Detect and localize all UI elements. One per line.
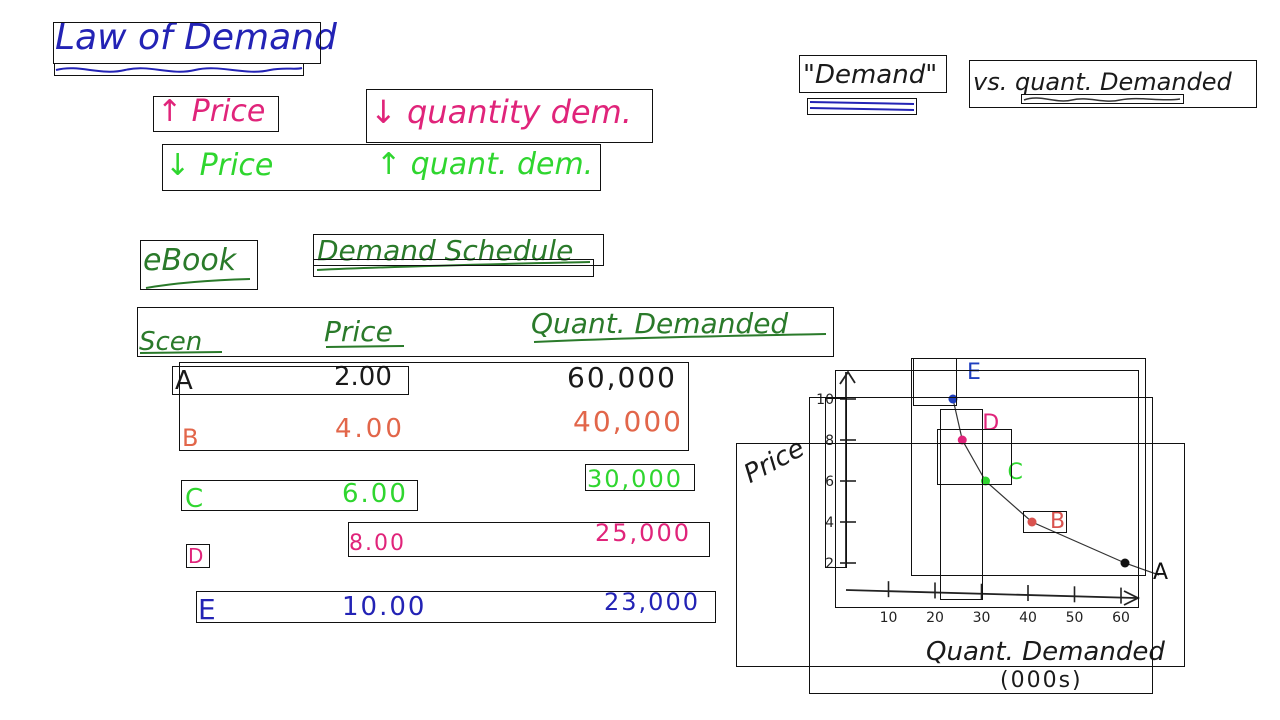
graph-yaxis-box [825, 398, 847, 568]
point-label-d: D [982, 411, 999, 436]
row-e-scen: E [198, 593, 216, 626]
down-quantity-text: ↓ quantity dem. [370, 93, 632, 131]
y-tick-label-1: 4 [825, 515, 834, 531]
row-e-quantity: 23,000 [604, 588, 700, 616]
row-c-quantity: 30,000 [587, 465, 683, 493]
row-d-price: 8.00 [349, 531, 406, 556]
down-price-text: ↓ Price [165, 148, 274, 183]
y-tick-label-2: 6 [825, 474, 834, 490]
point-e-box [913, 358, 957, 406]
up-price-text: ↑ Price [157, 94, 266, 129]
vs-quant-term: vs. quant. Demanded [973, 68, 1232, 96]
x-tick-label-1: 20 [926, 610, 944, 626]
title-underline-box [54, 63, 304, 76]
curve-box [911, 358, 1146, 576]
x-tick-label-3: 40 [1019, 610, 1037, 626]
graph-axes [839, 370, 1141, 606]
row-b-price: 4.00 [335, 414, 405, 444]
graph-xlabel: Quant. Demanded [926, 637, 1165, 667]
header-quantity: Quant. Demanded [531, 307, 789, 340]
point-b [1027, 517, 1037, 527]
demand-curve-line [952, 398, 1160, 576]
y-tick-label-0: 2 [825, 556, 834, 572]
graph-outer-box [736, 443, 1185, 667]
row-e-price: 10.00 [342, 592, 427, 622]
y-tick-label-3: 8 [825, 433, 834, 449]
point-c [981, 476, 990, 486]
x-tick-label-4: 50 [1066, 610, 1084, 626]
schedule-title: Demand Schedule [317, 234, 574, 267]
point-label-a: A [1153, 560, 1168, 585]
graph-ylabel: Price [739, 433, 810, 490]
row-c-scen: C [185, 484, 204, 514]
row-d-scen: D [188, 544, 204, 568]
row-b-quantity: 40,000 [573, 405, 683, 438]
point-c-box [937, 429, 1012, 485]
up-quantity-text: ↑ quant. dem. [376, 147, 594, 182]
point-label-c: C [1008, 460, 1023, 485]
row-a-scen: A [175, 366, 193, 396]
point-e [948, 394, 958, 404]
row-d-quantity: 25,000 [595, 519, 691, 547]
header-scen: Scen [139, 327, 203, 357]
x-tick-label-0: 10 [880, 610, 898, 626]
row-b-scen: B [182, 424, 199, 452]
x-tick-label-2: 30 [973, 610, 991, 626]
graph-plot-box [835, 370, 1139, 608]
row-c-price: 6.00 [342, 479, 408, 509]
point-label-e: E [967, 360, 981, 385]
row-a-price: 2.00 [334, 362, 392, 392]
row-a-quantity: 60,000 [567, 361, 677, 394]
y-tick-label-4: 10 [816, 392, 834, 408]
demand-underline-box [807, 98, 917, 115]
x-tick-label-5: 60 [1112, 610, 1130, 626]
ebook-label: eBook [143, 243, 237, 278]
point-b-box [1023, 511, 1067, 533]
point-a [1120, 558, 1130, 568]
point-label-b: B [1050, 509, 1065, 534]
graph-xlabel-units: (000s) [1000, 668, 1083, 693]
page-title: Law of Demand [55, 17, 337, 58]
demand-term: "Demand" [803, 60, 938, 90]
point-d [957, 435, 967, 445]
point-d-box [940, 409, 983, 600]
header-price: Price [324, 315, 393, 348]
